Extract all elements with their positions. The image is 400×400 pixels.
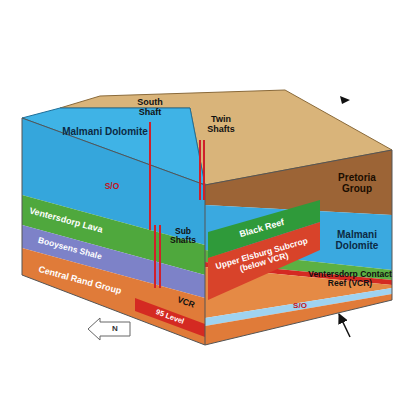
formation-label: Malmani Dolomite: [326, 229, 388, 251]
pointer-arrow: [339, 314, 350, 337]
reef-label: VCR: [176, 296, 196, 311]
block-outline: [22, 118, 392, 345]
so-label: S/O: [105, 182, 120, 191]
sub-shaft: [159, 225, 161, 288]
reef-label: Black Reef: [239, 218, 286, 240]
shaft-label: Twin Shafts: [202, 115, 240, 135]
pretoria-band: [205, 150, 392, 215]
twin-shaft: [203, 140, 205, 200]
so-label: S/O: [293, 302, 307, 311]
central-rand-band: [22, 248, 205, 345]
formation-label: Pretoria Group: [326, 172, 388, 194]
central-rand-band: [205, 294, 392, 345]
reef-label: Ventersdorp Contact Reef (VCR): [305, 270, 395, 289]
north-arrow: [88, 318, 130, 340]
south-shaft: [149, 122, 151, 230]
north-label: N: [112, 325, 118, 334]
pointer-arrowhead: [340, 96, 350, 104]
level-label: 95 Level: [155, 308, 186, 326]
subcrop-label: Upper Elsburg Subcrop (below VCR): [207, 234, 320, 283]
twin-shaft: [199, 140, 201, 200]
formation-label: Central Rand Group: [37, 265, 122, 297]
shaft-label: Sub Shafts: [165, 227, 201, 246]
formation-label: Booysens Shale: [37, 236, 103, 262]
formation-label: Ventersdorp Lava: [28, 206, 104, 235]
sub-shaft: [154, 225, 156, 288]
block-edge: [22, 118, 205, 185]
shaft-label: South Shaft: [132, 98, 168, 118]
block-edge: [205, 185, 206, 345]
formation-label: Malmani Dolomite: [62, 126, 148, 137]
